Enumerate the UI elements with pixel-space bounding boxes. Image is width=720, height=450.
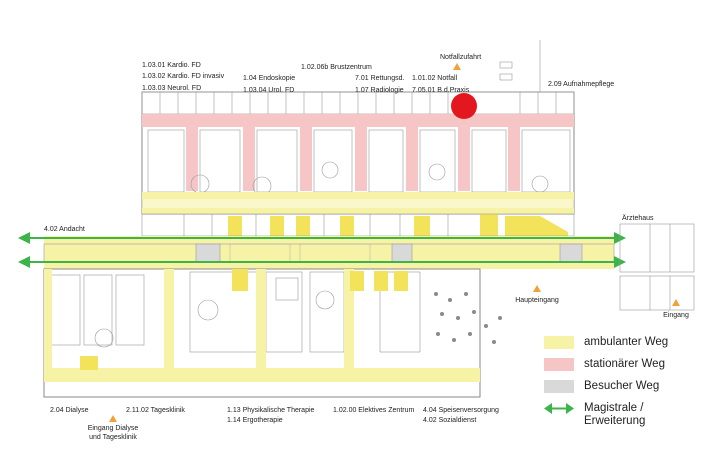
aerztehaus-building xyxy=(619,223,695,311)
parking-area xyxy=(499,40,541,92)
label-eingang-dialyse: Eingang Dialyse xyxy=(87,425,139,432)
ambulant-path-north xyxy=(142,192,574,214)
label-endoskopie: 1.04 Endoskopie xyxy=(243,75,296,82)
label-kardio-fd: 1.03.01 Kardio. FD xyxy=(142,62,201,69)
label-dialyse: 2.04 Dialyse xyxy=(50,407,89,414)
label-brustzentrum: 1.02.06b Brustzentrum xyxy=(301,64,372,71)
ambulant-rooms-north xyxy=(228,214,568,236)
entrance-markers xyxy=(109,63,680,422)
label-eingang: Eingang xyxy=(663,312,689,319)
label-aufnahmepflege: 2.09 Aufnahmepflege xyxy=(548,81,615,88)
ambulant-path-south xyxy=(44,269,480,382)
magistrale-band xyxy=(18,232,626,269)
label-sozialdienst: 4.02 Sozialdienst xyxy=(423,417,477,424)
double-arrow-icon xyxy=(544,403,574,414)
legend-label-besucher: Besucher Weg xyxy=(584,380,660,392)
label-eingang-tagesklinik: und Tagesklinik xyxy=(89,434,137,441)
label-rettungsd: 7.01 Rettungsd. xyxy=(355,75,405,82)
besucher-swatch xyxy=(544,380,574,393)
cafeteria-seating xyxy=(434,292,502,344)
label-andacht: 4.02 Andacht xyxy=(44,226,85,233)
label-physikalische-therapie: 1.13 Physikalische Therapie xyxy=(227,407,315,414)
legend-item-besucher: Besucher Weg xyxy=(544,380,714,402)
label-neurol-fd: 1.03.03 Neurol. FD xyxy=(142,85,202,92)
label-notfall: 1.01.02 Notfall xyxy=(412,75,458,82)
legend-label-erweiterung: Erweiterung xyxy=(584,415,646,427)
north-room-strip xyxy=(141,91,575,115)
notfall-marker xyxy=(451,93,477,119)
label-ergotherapie: 1.14 Ergotherapie xyxy=(227,417,283,424)
label-bd-praxis: 7.05.01 B.d.Praxis xyxy=(412,87,470,94)
legend: ambulanter Weg stationärer Weg Besucher … xyxy=(544,336,714,434)
label-kardio-fd-invasiv: 1.03.02 Kardio. FD invasiv xyxy=(142,73,225,80)
label-radiologie: 1.07 Radiologie xyxy=(355,87,404,94)
legend-label-stationaer: stationärer Weg xyxy=(584,358,665,370)
stationaer-swatch xyxy=(544,358,574,371)
label-haupteingang: Haupteingang xyxy=(515,297,559,304)
legend-label-magistrale: Magistrale / xyxy=(584,402,644,414)
label-tagesklinik: 2.11.02 Tagesklinik xyxy=(126,407,185,414)
legend-item-ambulant: ambulanter Weg xyxy=(544,336,714,358)
stationaer-path-north xyxy=(142,114,574,191)
label-speisenversorgung: 4.04 Speisenversorgung xyxy=(423,407,499,414)
legend-label-ambulant: ambulanter Weg xyxy=(584,336,669,348)
label-aerztehaus: Ärztehaus xyxy=(622,215,654,222)
label-notfallzufahrt: Notfallzufahrt xyxy=(440,54,482,61)
legend-item-stationaer: stationärer Weg xyxy=(544,358,714,380)
label-elektives-zentrum: 1.02.00 Elektives Zentrum xyxy=(333,407,415,414)
ambulant-rooms-south xyxy=(80,269,408,370)
ambulant-swatch xyxy=(544,336,574,349)
label-urol-fd: 1.03.04 Urol. FD xyxy=(243,87,295,94)
legend-item-magistrale: Magistrale / Erweiterung xyxy=(544,402,714,434)
